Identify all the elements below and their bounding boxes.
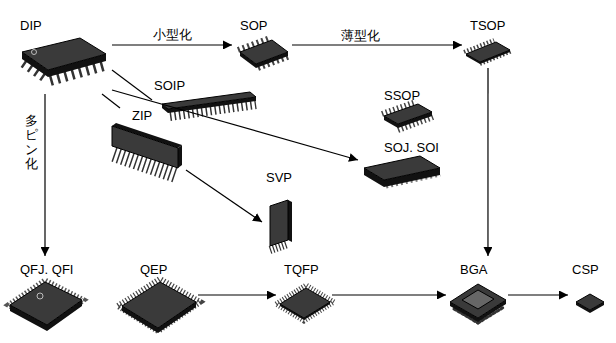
zip-illustration: [112, 123, 182, 175]
package-node: SOIP: [152, 78, 258, 126]
evolution-arrow: [112, 90, 358, 160]
soip-illustration: [162, 92, 256, 116]
package-node: TSOP: [462, 16, 514, 68]
qfj-illustration: [8, 280, 84, 331]
evolution-arrow: [112, 44, 232, 45]
edge-label: 多ピン化: [24, 112, 39, 173]
package-node: SOP: [232, 16, 292, 80]
package-label: SOJ. SOI: [384, 140, 439, 155]
package-label: QFJ. QFI: [20, 262, 73, 277]
evolution-arrow: [186, 170, 262, 222]
dip-illustration: [22, 38, 106, 80]
package-label: BGA: [460, 262, 487, 277]
package-node: DIP: [12, 18, 112, 94]
evolution-arrow: [102, 94, 120, 108]
package-label: TQFP: [284, 262, 319, 277]
package-label: CSP: [572, 262, 599, 277]
qep-illustration: [118, 279, 200, 333]
evolution-arrow: [332, 294, 446, 295]
package-node: QFJ. QFI: [6, 256, 86, 340]
csp-illustration: [576, 294, 604, 313]
package-node: CSP: [568, 256, 610, 322]
connector-group: [45, 45, 568, 295]
edge-label-holder: 薄型化: [339, 28, 382, 43]
package-label: SVP: [266, 170, 292, 185]
tqfp-illustration: [276, 285, 334, 321]
edge-label: 小型化: [151, 27, 194, 42]
edge-label: 薄型化: [339, 28, 382, 43]
package-node: SOJ. SOI: [358, 138, 458, 192]
package-label: SOIP: [154, 78, 185, 93]
package-node: TQFP: [276, 256, 332, 328]
tsop-illustration: [464, 40, 512, 64]
package-label: ZIP: [132, 108, 152, 123]
package-node: SVP: [262, 168, 306, 252]
sop-illustration: [238, 38, 290, 68]
soj-illustration: [364, 156, 440, 187]
evolution-arrow: [198, 294, 276, 295]
ssop-illustration: [382, 102, 433, 130]
package-node: BGA: [446, 256, 508, 332]
bga-illustration: [450, 284, 506, 323]
edge-label-holder: 小型化: [151, 27, 194, 42]
package-node: SSOP: [380, 86, 436, 132]
evolution-arrow: [292, 44, 462, 45]
evolution-arrow: [487, 68, 488, 256]
evolution-arrow: [508, 294, 568, 295]
package-label: TSOP: [470, 18, 505, 33]
package-node: QEP: [118, 256, 198, 340]
evolution-arrow: [44, 94, 45, 256]
package-label: DIP: [20, 18, 42, 33]
package-label: SOP: [240, 18, 267, 33]
edge-label-holder: 多ピン化: [24, 112, 39, 173]
package-node: ZIP: [106, 108, 186, 192]
package-label: SSOP: [384, 88, 420, 103]
svp-illustration: [270, 200, 292, 250]
package-label: QEP: [140, 262, 167, 277]
